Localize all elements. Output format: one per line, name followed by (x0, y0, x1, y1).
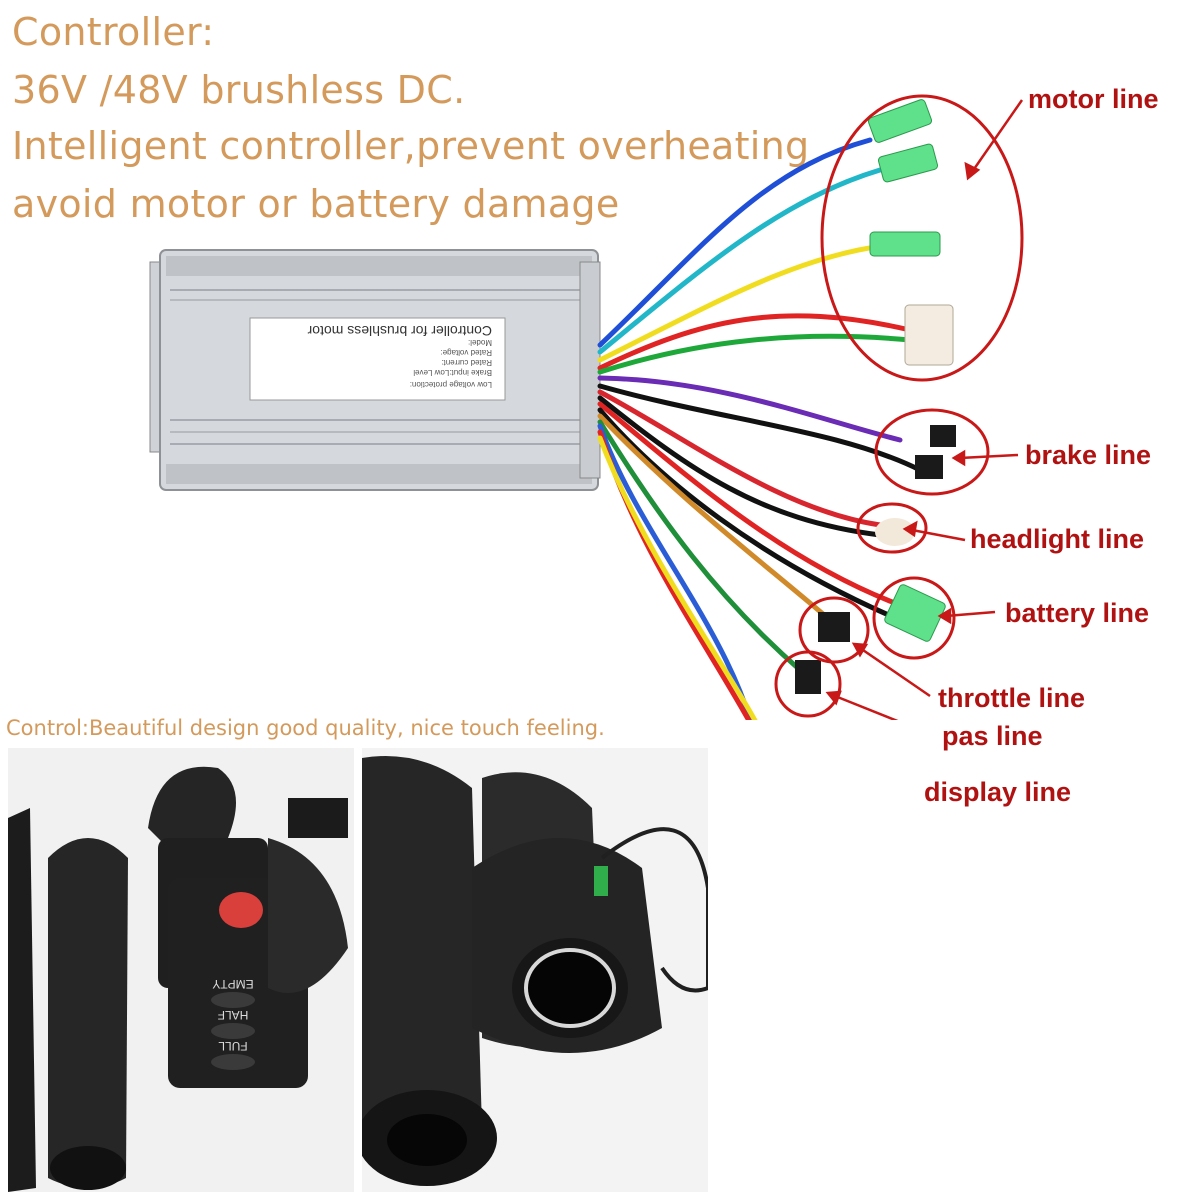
sticker-title: Controller for brushless motor (307, 323, 492, 339)
sticker-row-3: Rated current: (441, 358, 492, 367)
brake-callout-circle (874, 408, 990, 496)
callout-arrows (825, 99, 1024, 720)
display-line-label: display line (924, 777, 1072, 807)
motor-callout-circle (820, 94, 1024, 382)
controller-sticker (249, 317, 506, 401)
control-caption: Control:Beautiful design good quality, n… (6, 716, 605, 740)
throttle-line-label: throttle line (938, 683, 1085, 713)
brake-line-label: brake line (1025, 440, 1152, 470)
pas-callout-circle (774, 650, 842, 718)
sticker-row-1: Model: (468, 338, 492, 347)
battery-line-label: battery line (1005, 598, 1150, 628)
sticker-row-5: Low voltage protection: (410, 380, 492, 389)
green-indicator (594, 866, 608, 896)
header-line-3: Intelligent controller,prevent overheati… (12, 124, 810, 168)
callout-circles (774, 94, 1024, 718)
twist-throttle-photo (362, 748, 708, 1192)
motor-line-label: motor line (1028, 84, 1159, 114)
headlight-line-label: headlight line (970, 524, 1145, 554)
horn-button-red (219, 892, 263, 928)
indicator-empty: EMPTY (212, 977, 253, 991)
header-line-1: Controller: (12, 10, 215, 54)
battery-callout-circle (872, 576, 956, 660)
controller-illustration: Controller for brushless motor Model: Ra… (149, 94, 1024, 720)
pas-line-label: pas line (942, 721, 1043, 751)
sticker-row-2: Rated voltage: (440, 348, 492, 357)
thumb-throttle-photo: EMPTY HALF FULL (8, 748, 354, 1192)
controller-box: Controller for brushless motor Model: Ra… (149, 249, 601, 491)
grip (362, 756, 482, 1155)
connectors (795, 99, 956, 694)
indicator-half: HALF (218, 1008, 249, 1022)
header-line-4: avoid motor or battery damage (12, 182, 620, 226)
header-line-2: 36V /48V brushless DC. (12, 68, 466, 112)
indicator-full: FULL (218, 1039, 248, 1053)
headlight-callout-circle (856, 502, 928, 554)
throttle-callout-circle (798, 596, 870, 664)
sticker-row-4: Brake input:Low Level (413, 368, 492, 377)
wire-bundle (597, 137, 923, 720)
